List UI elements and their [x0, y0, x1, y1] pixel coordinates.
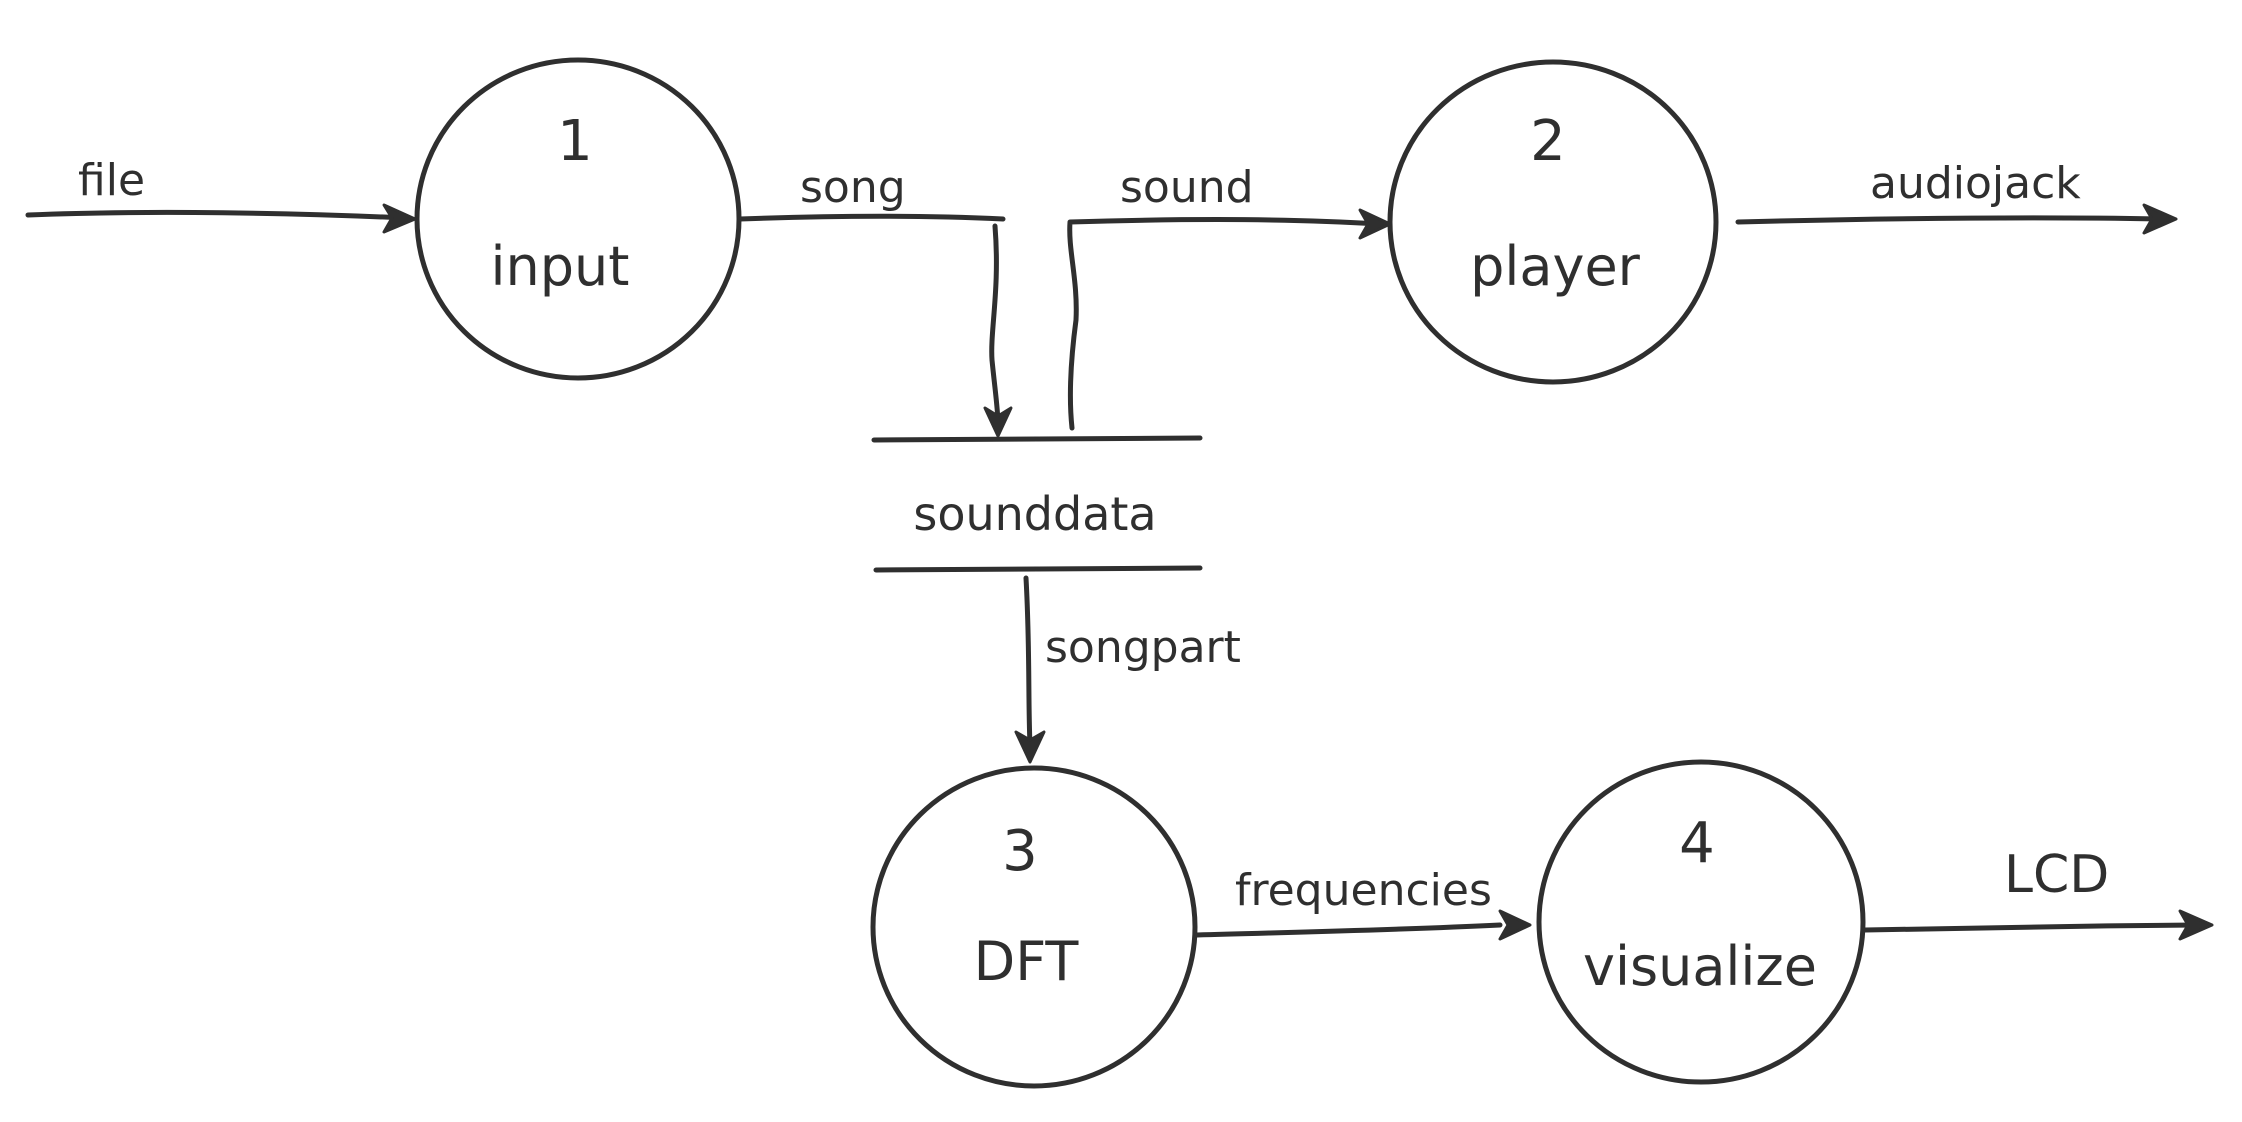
flow-lcd-label: LCD	[2004, 845, 2109, 905]
flow-song-line	[737, 213, 1006, 427]
process-dft-label: DFT	[974, 930, 1080, 993]
flow-frequencies: frequencies	[1194, 865, 1532, 941]
flow-file-line	[25, 209, 408, 221]
data-store-top-line	[871, 435, 1203, 443]
process-input-number: 1	[557, 109, 593, 174]
data-store-sounddata: sounddata	[871, 435, 1203, 573]
flow-songpart-line	[1023, 575, 1033, 748]
flow-frequencies-label: frequencies	[1235, 865, 1492, 916]
process-dft-circle	[870, 765, 1198, 1089]
process-visualize-number: 4	[1679, 811, 1715, 876]
flow-frequencies-arrowhead	[1498, 909, 1532, 941]
flow-audiojack-line	[1735, 215, 2163, 225]
flow-frequencies-line	[1194, 922, 1503, 938]
flow-sound-arrowhead	[1358, 208, 1392, 240]
process-visualize-label: visualize	[1583, 935, 1817, 998]
flow-file-label: file	[78, 155, 145, 206]
process-player-number: 2	[1530, 109, 1566, 174]
process-dft-number: 3	[1002, 819, 1038, 884]
process-player: 2 player	[1387, 59, 1719, 385]
flow-songpart-arrowhead	[1014, 730, 1046, 764]
flow-audiojack-label: audiojack	[1870, 158, 2081, 209]
flow-lcd-arrowhead	[2178, 909, 2214, 941]
flow-lcd: LCD	[1862, 845, 2214, 941]
flow-song-label: song	[800, 162, 906, 213]
flow-sound: sound	[1067, 162, 1392, 431]
flow-audiojack: audiojack	[1735, 158, 2178, 235]
process-dft: 3 DFT	[870, 765, 1198, 1089]
flow-file: file	[25, 155, 417, 234]
flow-sound-line	[1067, 217, 1381, 431]
flow-lcd-line	[1862, 922, 2198, 933]
process-visualize: 4 visualize	[1536, 759, 1866, 1085]
flow-audiojack-arrowhead	[2142, 203, 2178, 235]
process-visualize-circle	[1536, 759, 1866, 1085]
data-store-label: sounddata	[913, 487, 1156, 541]
flow-songpart: songpart	[1014, 575, 1241, 764]
process-player-label: player	[1470, 235, 1641, 298]
process-input-label: input	[491, 235, 630, 298]
flow-songpart-label: songpart	[1045, 622, 1241, 673]
flow-file-arrowhead	[382, 203, 417, 234]
flow-song-arrowhead	[983, 406, 1013, 438]
process-input-circle	[414, 57, 742, 381]
data-store-bottom-line	[873, 565, 1203, 573]
flow-song: song	[737, 162, 1013, 438]
process-input: 1 input	[414, 57, 742, 381]
process-player-circle	[1387, 59, 1719, 385]
flow-sound-label: sound	[1120, 162, 1254, 213]
